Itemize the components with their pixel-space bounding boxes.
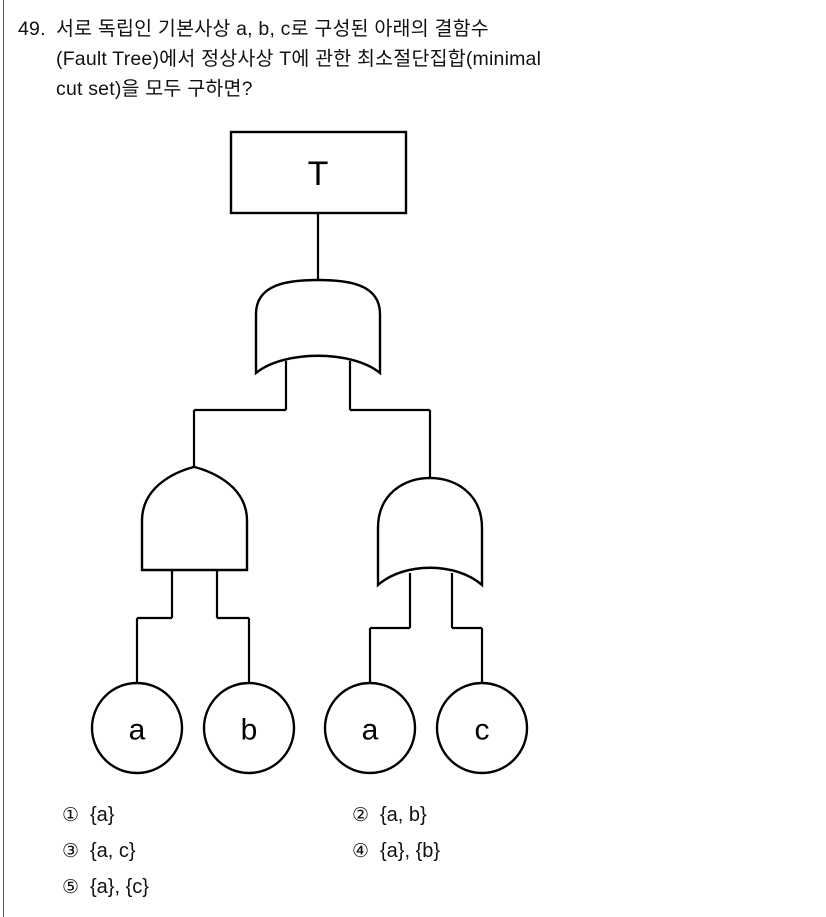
basic-event-circle-3 bbox=[323, 681, 417, 775]
option-row-2: ③ {a, c} ④ {a}, {b} bbox=[62, 836, 762, 872]
option-4[interactable]: ④ {a}, {b} bbox=[352, 836, 440, 867]
question-line-2: (Fault Tree)에서 정상사상 T에 관한 최소절단집합(minimal bbox=[18, 44, 778, 74]
option-2-marker: ② bbox=[352, 805, 370, 826]
option-1-text: {a} bbox=[90, 804, 115, 826]
gate-g2-and-shape bbox=[140, 465, 249, 572]
option-3[interactable]: ③ {a, c} bbox=[62, 836, 136, 867]
option-2-text: {a, b} bbox=[380, 804, 427, 826]
gate-g1-or-shape bbox=[254, 278, 382, 376]
basic-event-circle-1 bbox=[90, 681, 184, 775]
basic-event-circle-4 bbox=[435, 681, 529, 775]
question-text-line-2: (Fault Tree)에서 정상사상 T에 관한 최소절단집합(minimal bbox=[56, 48, 542, 70]
fault-tree-svg: T a b a c bbox=[90, 130, 529, 775]
option-2[interactable]: ② {a, b} bbox=[352, 800, 427, 831]
option-3-marker: ③ bbox=[62, 841, 80, 862]
question-text-line-1: 서로 독립인 기본사상 a, b, c로 구성된 아래의 결함수 bbox=[56, 18, 489, 40]
gate-g3-or-shape bbox=[376, 476, 484, 588]
option-3-text: {a, c} bbox=[90, 840, 136, 862]
option-4-marker: ④ bbox=[352, 841, 370, 862]
option-4-text: {a}, {b} bbox=[380, 840, 441, 862]
question-line-1: 49. 서로 독립인 기본사상 a, b, c로 구성된 아래의 결함수 bbox=[18, 14, 778, 44]
option-1[interactable]: ① {a} bbox=[62, 800, 114, 831]
option-1-marker: ① bbox=[62, 805, 80, 826]
option-5-marker: ⑤ bbox=[62, 877, 80, 898]
question-block: 49. 서로 독립인 기본사상 a, b, c로 구성된 아래의 결함수 (Fau… bbox=[18, 14, 778, 104]
basic-event-label-2: b bbox=[241, 714, 258, 747]
basic-event-label-1: a bbox=[129, 714, 146, 747]
basic-event-circle-2 bbox=[202, 681, 296, 775]
option-row-3: ⑤ {a}, {c} bbox=[62, 872, 762, 908]
question-line-3: cut set)을 모두 구하면? bbox=[18, 74, 778, 104]
page-edge-rule bbox=[3, 0, 4, 917]
top-event-label: T bbox=[308, 155, 329, 193]
question-number: 49. bbox=[18, 18, 46, 40]
option-5-text: {a}, {c} bbox=[90, 876, 149, 898]
question-text-line-3: cut set)을 모두 구하면? bbox=[56, 78, 253, 100]
basic-event-label-3: a bbox=[362, 714, 379, 747]
option-row-1: ① {a} ② {a, b} bbox=[62, 800, 762, 836]
option-5[interactable]: ⑤ {a}, {c} bbox=[62, 872, 149, 903]
answer-options: ① {a} ② {a, b} ③ {a, c} ④ {a}, {b} ⑤ {a}, {c} bbox=[62, 800, 762, 908]
fault-tree-diagram: T a b a c bbox=[0, 118, 620, 786]
basic-event-label-4: c bbox=[475, 714, 490, 747]
